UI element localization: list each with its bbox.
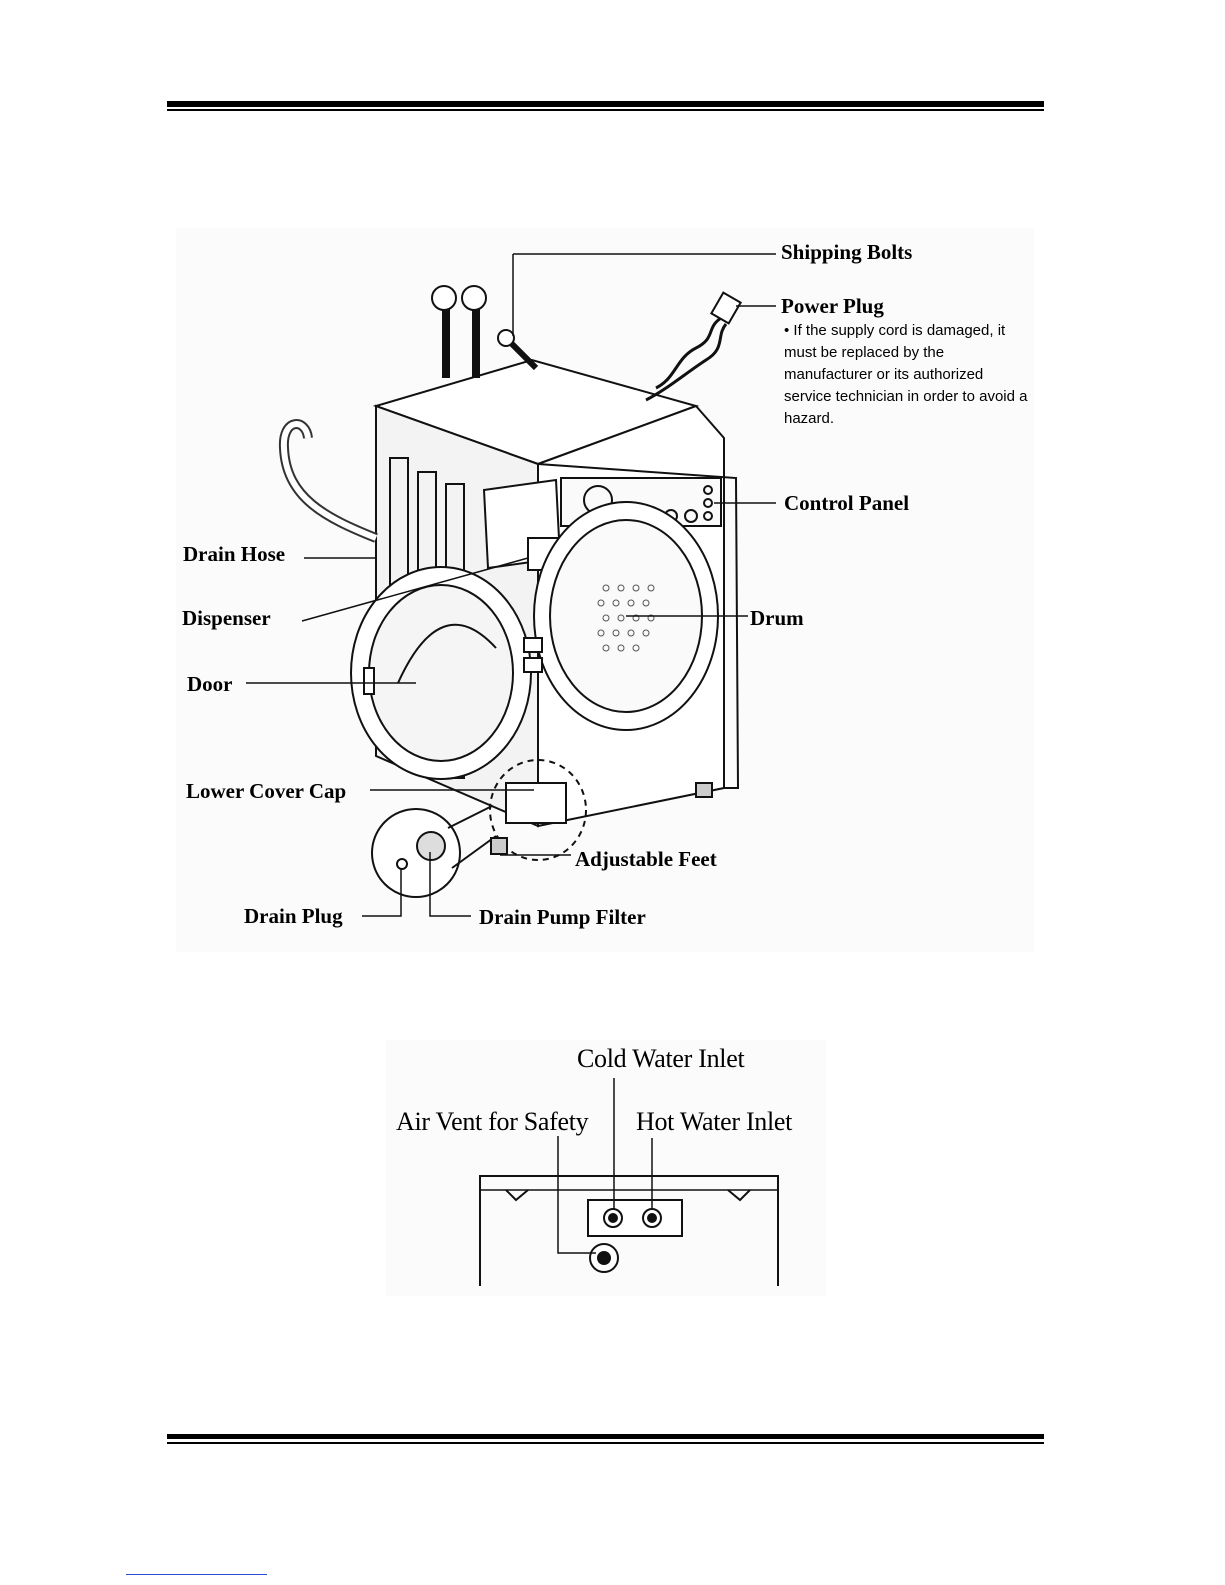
header-rule xyxy=(167,101,1044,107)
label-drain-plug: Drain Plug xyxy=(244,904,343,928)
washer-rear-illustration xyxy=(386,1040,826,1296)
label-drain-hose: Drain Hose xyxy=(183,542,286,566)
label-shipping-bolts: Shipping Bolts xyxy=(781,240,913,264)
label-dispenser: Dispenser xyxy=(182,606,271,630)
label-hot-water-inlet: Hot Water Inlet xyxy=(636,1107,793,1136)
label-control-panel: Control Panel xyxy=(784,491,910,515)
label-drain-pump-filter: Drain Pump Filter xyxy=(479,905,646,929)
power-plug-note: • If the supply cord is damaged, it must… xyxy=(784,322,1028,427)
label-cold-water-inlet: Cold Water Inlet xyxy=(577,1044,745,1073)
label-lower-cover-cap: Lower Cover Cap xyxy=(186,779,347,803)
washer-front-illustration xyxy=(176,228,1034,952)
label-air-vent: Air Vent for Safety xyxy=(396,1107,589,1136)
label-power-plug: Power Plug xyxy=(781,294,884,318)
label-door: Door xyxy=(187,672,233,696)
footer-rule xyxy=(167,1434,1044,1439)
footer-rule-thin xyxy=(167,1442,1044,1444)
label-adjustable-feet: Adjustable Feet xyxy=(575,847,717,871)
header-rule-thin xyxy=(167,109,1044,111)
label-drum: Drum xyxy=(750,606,804,630)
footer-link-underline xyxy=(126,1574,267,1575)
